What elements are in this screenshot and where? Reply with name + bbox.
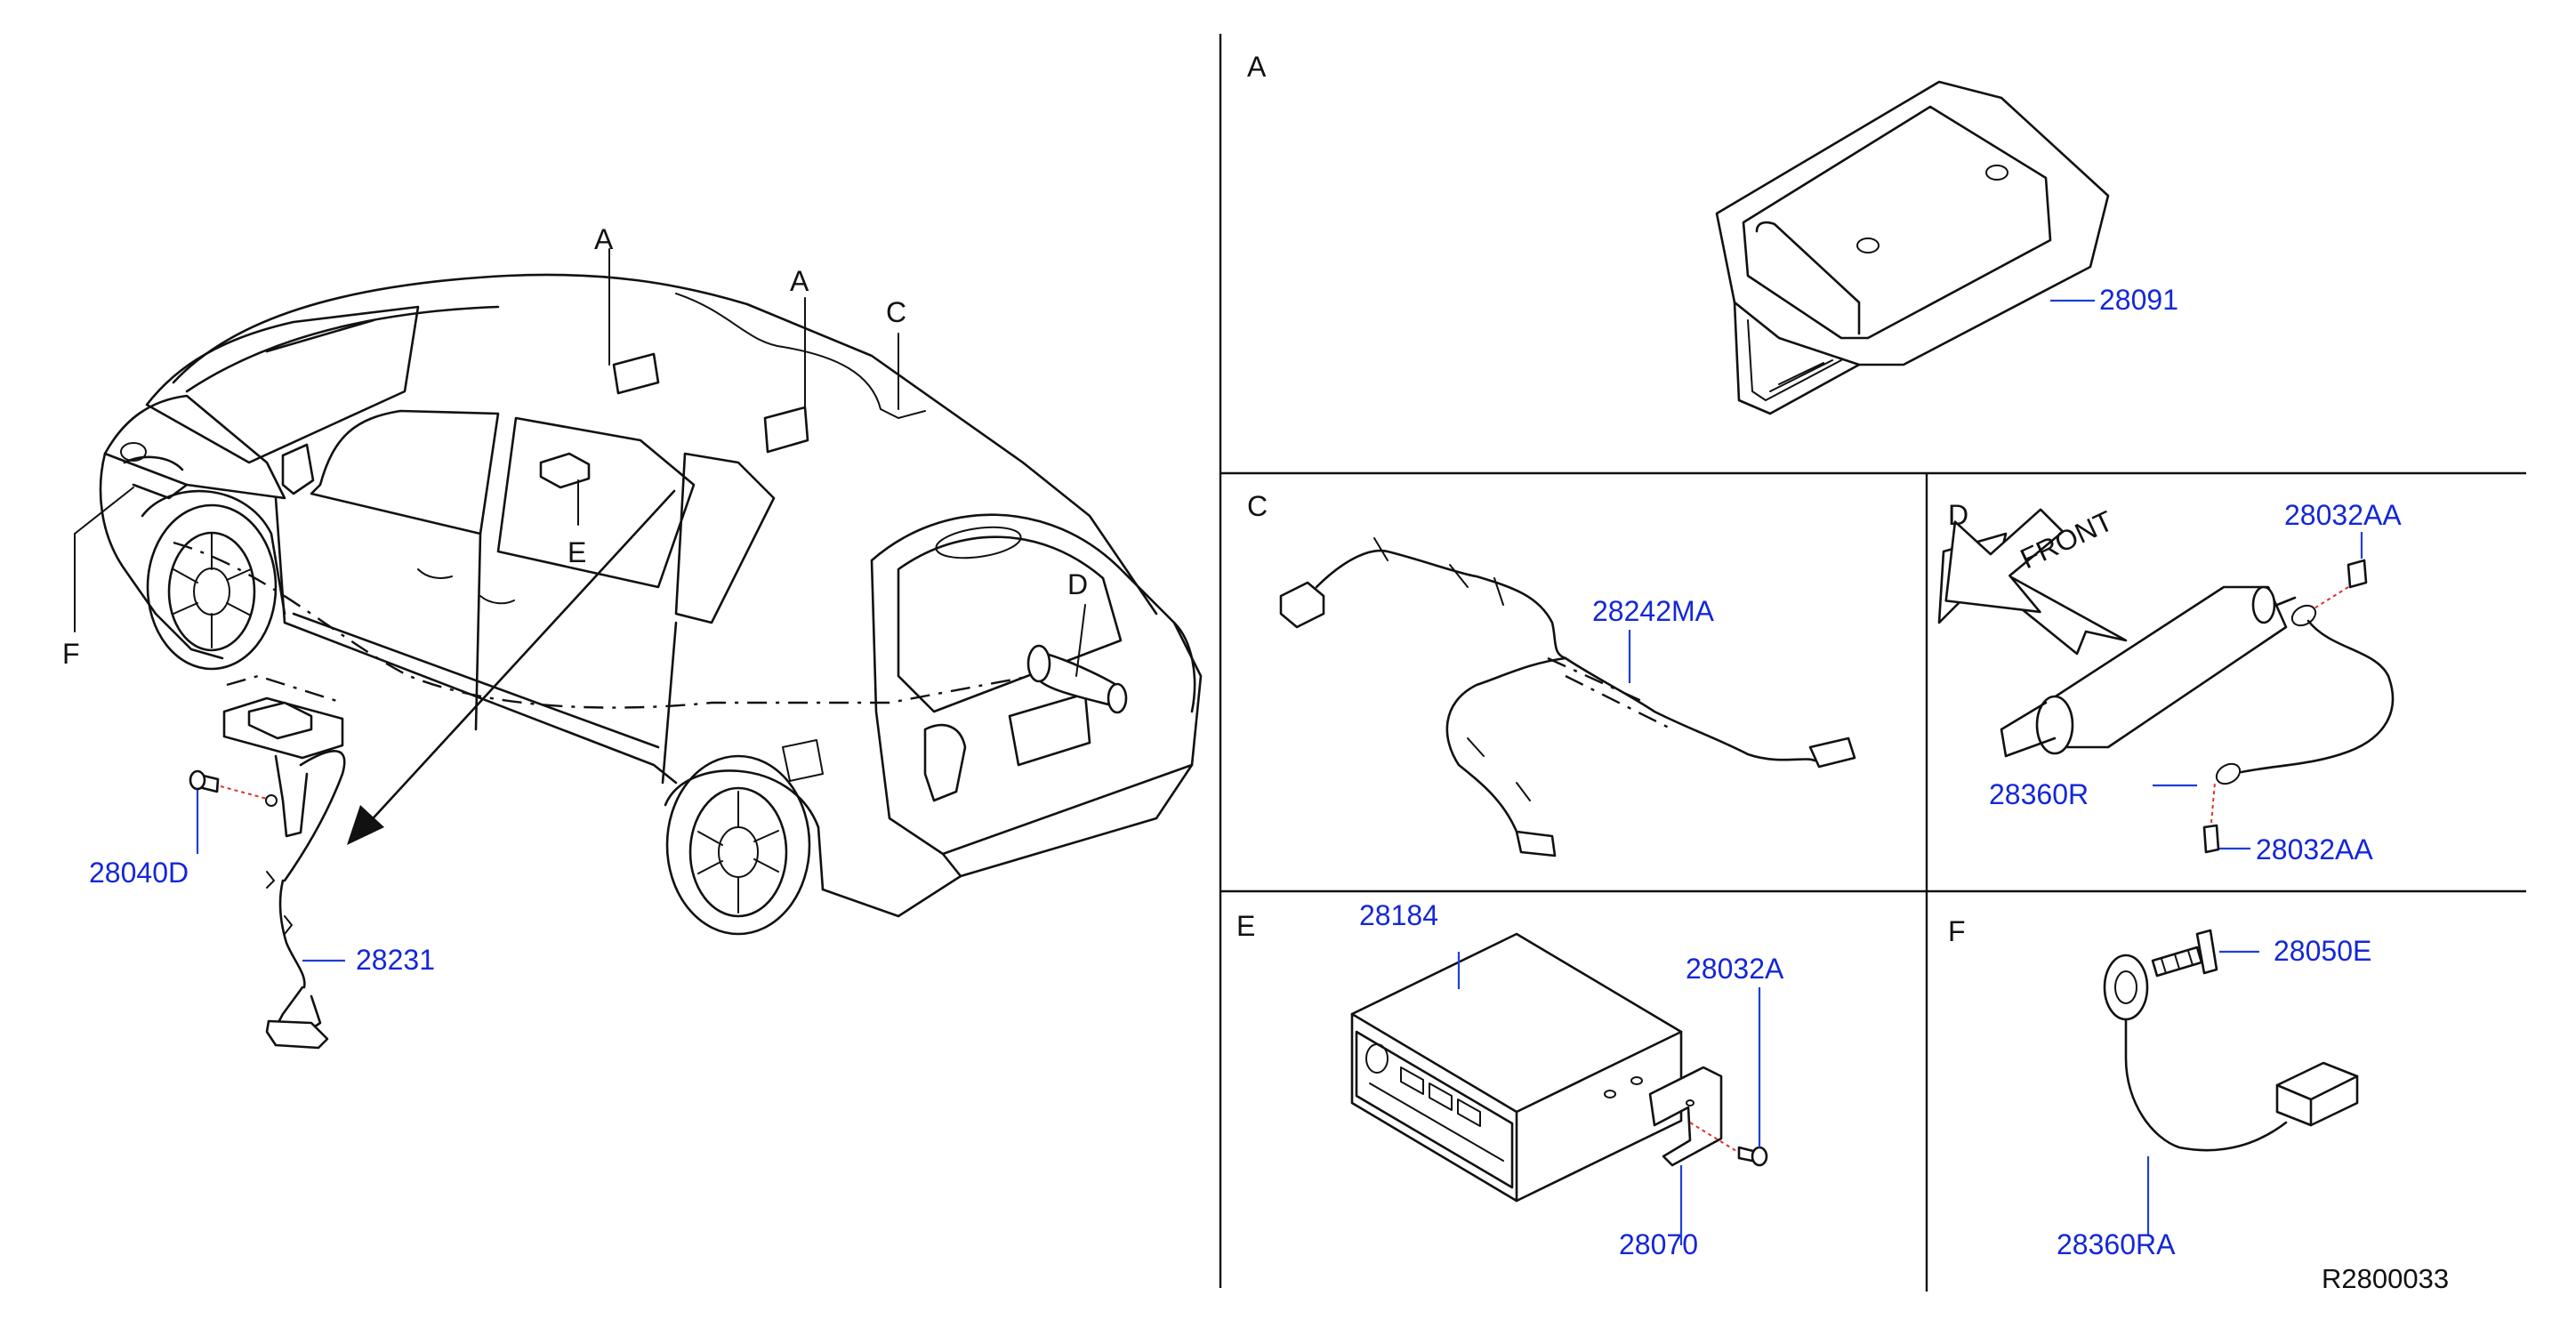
part-28091-drawing [1715,80,2110,415]
part-number-28184: 28184 [1359,899,1438,931]
part-28231-assembly [189,674,346,1050]
part-28360RA-drawing [2103,929,2359,1236]
part-number-28032AA-bottom: 28032AA [2256,833,2373,865]
part-number-28032A: 28032A [1686,953,1784,985]
panel-label-d: D [1948,499,1968,531]
part-28242MA-drawing [1279,537,1856,857]
part-number-28040D: 28040D [89,857,189,889]
car-label-d: D [1067,568,1088,600]
left-leaders [196,790,345,962]
diagram-code: R2800033 [2322,1263,2449,1294]
part-number-28360RA: 28360RA [2057,1228,2176,1260]
panel-label-c: C [1247,490,1268,522]
front-label: FRONT [2016,504,2118,575]
part-number-28231: 28231 [356,944,435,976]
car-label-a1: A [594,223,614,255]
part-number-28070: 28070 [1619,1228,1698,1260]
part-number-28242MA: 28242MA [1592,595,1715,627]
car-label-e: E [568,536,586,568]
panel-label-e: E [1236,910,1255,942]
panel-label-f: F [1948,915,1966,947]
part-28360R-drawing [1937,532,2395,854]
part-number-28091: 28091 [2099,284,2178,316]
front-arrow [1944,508,2065,614]
panel-label-a: A [1247,51,1267,83]
vehicle-illustration [74,248,1203,936]
part-number-28050E: 28050E [2274,935,2371,967]
part-number-28032AA-top: 28032AA [2284,499,2402,531]
car-label-c: C [886,296,906,328]
part-number-28360R: 28360R [1989,778,2089,810]
car-label-a2: A [790,265,809,297]
car-label-f: F [62,638,80,670]
labels: A A C D E F A C D E F FRONT 28040D 28231… [62,51,2449,1294]
panel-frame [1219,34,2526,1292]
part-28184-drawing [1350,932,1768,1245]
